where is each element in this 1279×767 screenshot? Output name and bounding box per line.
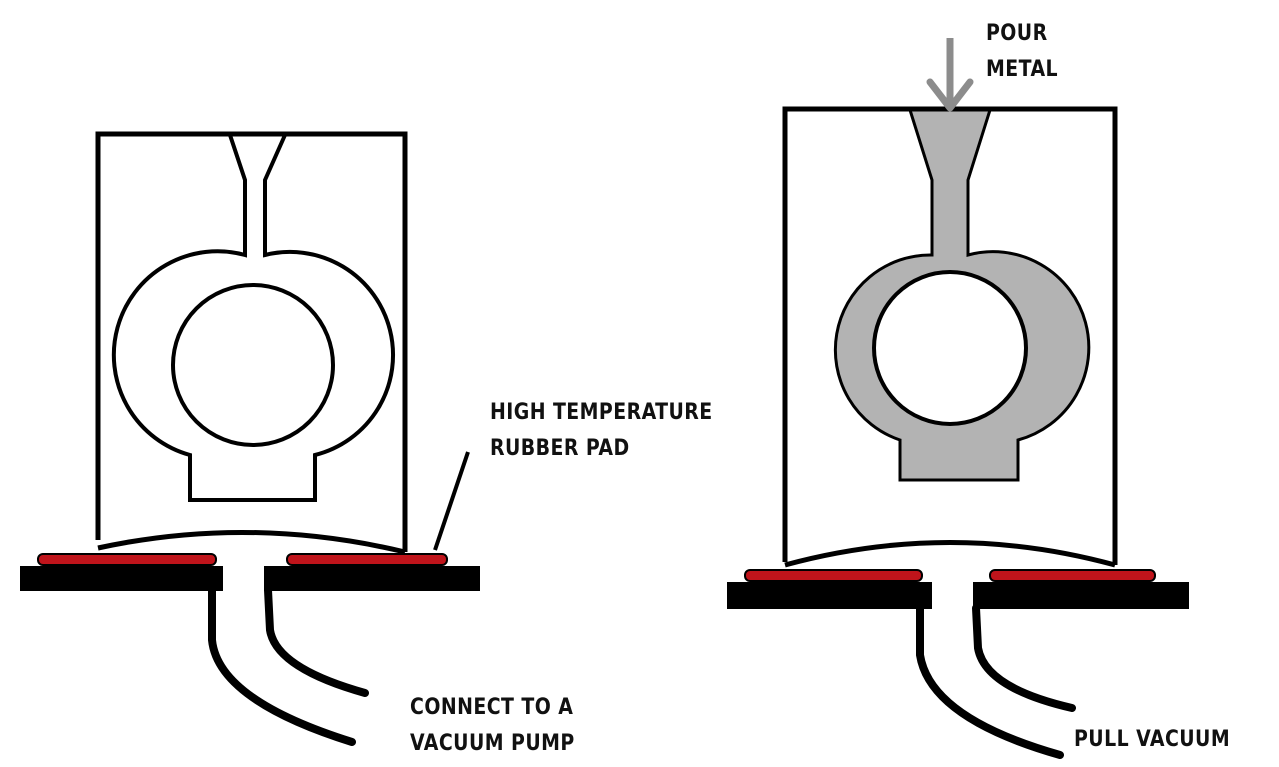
left-base-plate-left [20, 566, 223, 591]
vacuum-pump-line-2: VACUUM PUMP [410, 731, 575, 756]
pour-metal-line-1: POUR [986, 21, 1048, 46]
rubber-pad-leader-line [433, 451, 470, 551]
rubber-pad-line-1: HIGH TEMPERATURE [490, 400, 713, 425]
pour-metal-label: POUR METAL [986, 16, 1058, 88]
pull-vacuum-label: PULL VACUUM [1074, 722, 1230, 758]
right-rubber-pad-right [989, 569, 1156, 582]
left-vacuum-hose-outer [208, 586, 356, 746]
rubber-pad-label: HIGH TEMPERATURE RUBBER PAD [490, 395, 713, 467]
left-vacuum-hose-inner [264, 586, 369, 697]
vacuum-pump-line-1: CONNECT TO A [410, 695, 574, 720]
pour-arrow-icon [926, 38, 974, 112]
right-assembly [727, 38, 1189, 759]
left-rubber-pad-right [286, 553, 448, 566]
pour-metal-line-2: METAL [986, 57, 1059, 82]
right-base-plate-left [727, 582, 932, 609]
right-pattern-sphere [872, 270, 1028, 426]
left-mold-block [95, 131, 408, 552]
left-pattern-sphere [171, 283, 335, 447]
right-mold-bottom [784, 540, 1116, 568]
vacuum-pump-label: CONNECT TO A VACUUM PUMP [410, 690, 575, 762]
right-vacuum-hose-inner [972, 604, 1076, 712]
right-rubber-pad-left [744, 569, 923, 582]
right-vacuum-hose-outer [916, 604, 1064, 759]
rubber-pad-line-2: RUBBER PAD [490, 436, 630, 461]
left-mold-cavity [111, 134, 396, 502]
left-base-plate-right [264, 566, 480, 591]
left-rubber-pad-left [37, 553, 217, 566]
right-base-plate-right [973, 582, 1189, 609]
pull-vacuum-line-1: PULL VACUUM [1074, 727, 1231, 752]
left-assembly [20, 131, 480, 746]
left-mold-bottom [97, 529, 406, 555]
